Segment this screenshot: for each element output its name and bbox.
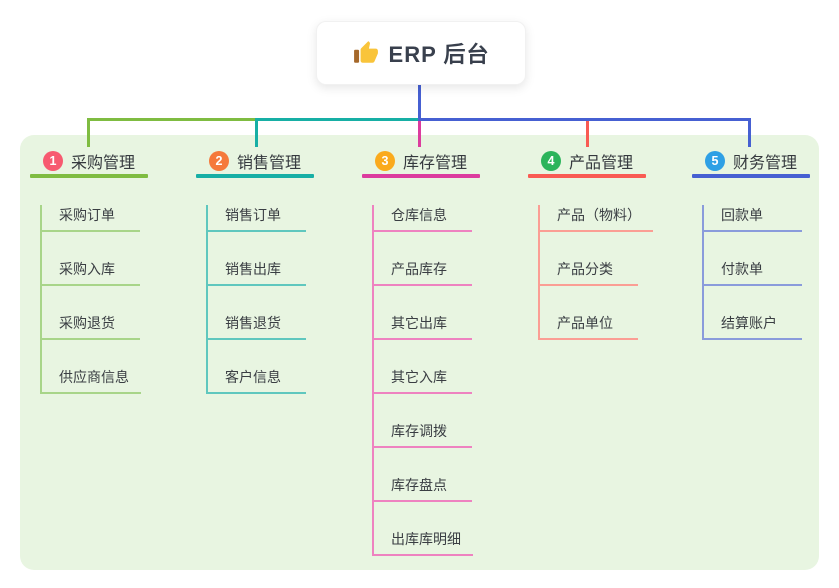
mindmap-panel	[20, 135, 819, 570]
child-node[interactable]: 销售出库	[208, 259, 306, 286]
root-node[interactable]: ERP 后台	[316, 21, 526, 85]
child-node[interactable]: 采购入库	[42, 259, 140, 286]
child-node-label: 出库库明细	[391, 531, 461, 547]
child-node-label: 产品单位	[557, 315, 613, 331]
child-node[interactable]: 销售订单	[208, 205, 306, 232]
child-node-label: 库存盘点	[391, 477, 447, 493]
child-node[interactable]: 客户信息	[208, 367, 306, 394]
branch-underline	[30, 174, 148, 178]
branch-title-label: 销售管理	[237, 155, 302, 172]
branch-underline	[528, 174, 646, 178]
child-node[interactable]: 产品库存	[374, 259, 472, 286]
child-node[interactable]: 库存调拨	[374, 421, 472, 448]
child-node[interactable]: 库存盘点	[374, 475, 472, 502]
child-node[interactable]: 产品分类	[540, 259, 638, 286]
branch-number-badge: 1	[43, 151, 63, 171]
thumbs-up-icon	[353, 40, 379, 66]
child-node-label: 结算账户	[721, 315, 777, 331]
child-node-label: 销售退货	[225, 315, 281, 331]
child-node[interactable]: 其它入库	[374, 367, 472, 394]
branch-underline	[692, 174, 810, 178]
connector-bus-blue	[418, 118, 751, 121]
connector-drop-branch1	[87, 118, 90, 147]
branch-title-label: 产品管理	[569, 155, 634, 172]
branch-underline	[196, 174, 314, 178]
root-node-label: ERP 后台	[388, 42, 490, 67]
branch-underline	[362, 174, 480, 178]
child-node[interactable]: 采购订单	[42, 205, 140, 232]
branch-title-label: 财务管理	[733, 155, 798, 172]
branch-purchase-management: 1 采购管理 采购订单采购入库采购退货供应商信息	[30, 148, 148, 394]
branch-title[interactable]: 1 采购管理	[30, 148, 148, 174]
connector-drop-branch3	[418, 121, 421, 147]
child-node-label: 销售出库	[225, 261, 281, 277]
branch-sales-management: 2 销售管理 销售订单销售出库销售退货客户信息	[196, 148, 314, 394]
child-node-label: 仓库信息	[391, 207, 447, 223]
children-group: 采购订单采购入库采购退货供应商信息	[40, 205, 148, 394]
branch-number-badge: 2	[209, 151, 229, 171]
child-node-label: 付款单	[721, 261, 763, 277]
connector-drop-branch5	[748, 118, 751, 147]
child-node[interactable]: 产品单位	[540, 313, 638, 340]
branch-title[interactable]: 2 销售管理	[196, 148, 314, 174]
branch-title-label: 库存管理	[403, 155, 468, 172]
child-node[interactable]: 销售退货	[208, 313, 306, 340]
child-node[interactable]: 供应商信息	[42, 367, 141, 394]
child-node[interactable]: 付款单	[704, 259, 802, 286]
child-node-label: 产品（物料）	[557, 207, 641, 223]
branch-title-label: 采购管理	[71, 155, 136, 172]
branch-product-management: 4 产品管理 产品（物料） 产品分类产品单位	[528, 148, 653, 340]
child-node-label: 采购退货	[59, 315, 115, 331]
child-node-label: 库存调拨	[391, 423, 447, 439]
child-node[interactable]: 仓库信息	[374, 205, 472, 232]
children-group: 仓库信息产品库存其它出库其它入库库存调拨库存盘点出库库明细	[372, 205, 480, 556]
branch-title[interactable]: 5 财务管理	[692, 148, 810, 174]
branch-title[interactable]: 3 库存管理	[362, 148, 480, 174]
connector-bus-teal	[255, 118, 419, 121]
child-node[interactable]: 回款单	[704, 205, 802, 232]
child-node-label: 产品库存	[391, 261, 447, 277]
children-group: 产品（物料） 产品分类产品单位	[538, 205, 653, 340]
child-node-label: 其它入库	[391, 369, 447, 385]
child-node-label: 回款单	[721, 207, 763, 223]
branch-number-badge: 3	[375, 151, 395, 171]
child-node-label: 供应商信息	[59, 369, 129, 385]
child-node-label: 其它出库	[391, 315, 447, 331]
child-node-label: 产品分类	[557, 261, 613, 277]
branch-finance-management: 5 财务管理 回款单付款单结算账户	[692, 148, 810, 340]
child-node-label: 销售订单	[225, 207, 281, 223]
child-node[interactable]: 出库库明细	[374, 529, 473, 556]
connector-drop-branch4	[586, 121, 589, 147]
child-node[interactable]: 产品（物料）	[540, 205, 653, 232]
branch-number-badge: 5	[705, 151, 725, 171]
connector-bus-green	[87, 118, 256, 121]
connector-root-drop	[418, 83, 421, 119]
connector-drop-branch2	[255, 118, 258, 147]
child-node[interactable]: 结算账户	[704, 313, 802, 340]
child-node-label: 客户信息	[225, 369, 281, 385]
branch-inventory-management: 3 库存管理 仓库信息产品库存其它出库其它入库库存调拨库存盘点出库库明细	[362, 148, 480, 556]
child-node-label: 采购入库	[59, 261, 115, 277]
branch-number-badge: 4	[541, 151, 561, 171]
child-node[interactable]: 其它出库	[374, 313, 472, 340]
children-group: 销售订单销售出库销售退货客户信息	[206, 205, 314, 394]
branch-title[interactable]: 4 产品管理	[528, 148, 646, 174]
children-group: 回款单付款单结算账户	[702, 205, 810, 340]
child-node-label: 采购订单	[59, 207, 115, 223]
child-node[interactable]: 采购退货	[42, 313, 140, 340]
